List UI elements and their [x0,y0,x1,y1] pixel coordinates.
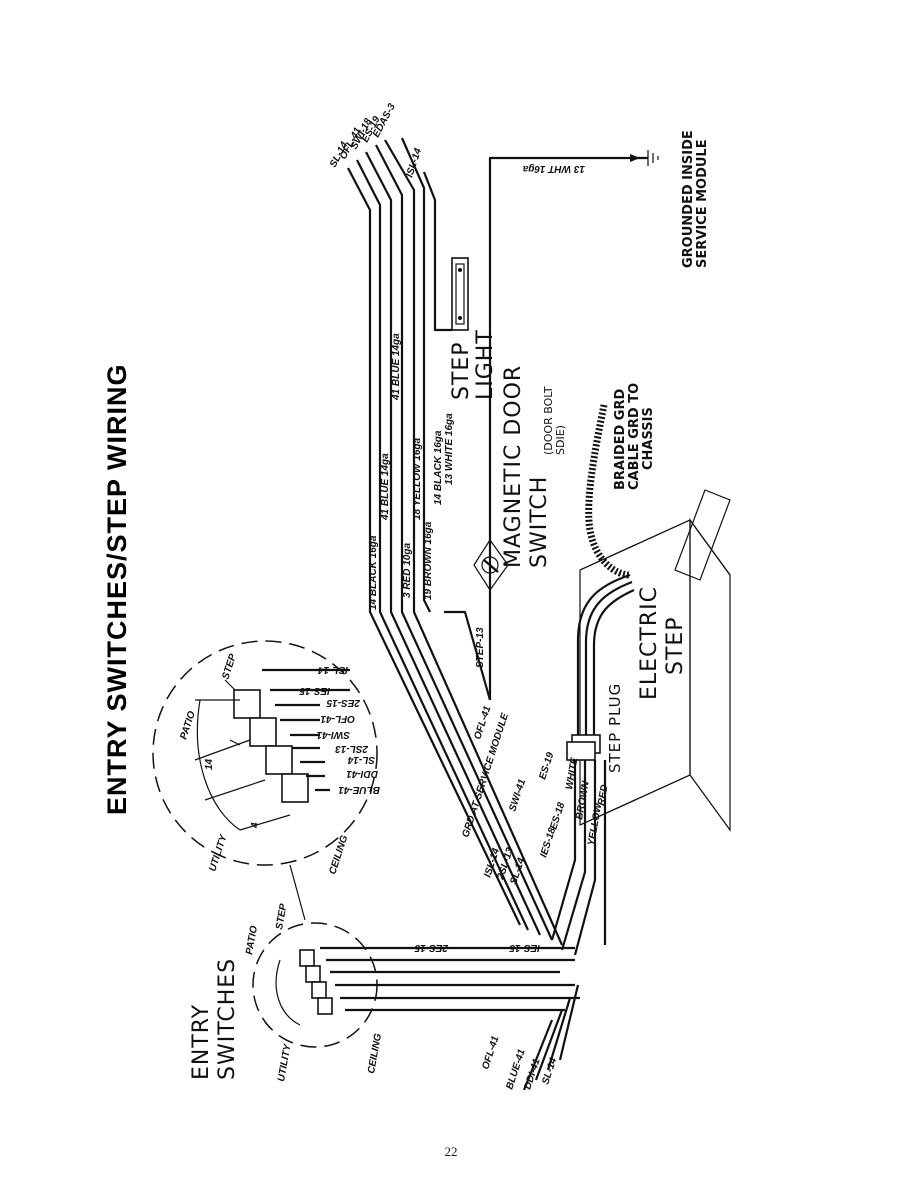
wire-label: 14 BLACK 16ga [433,430,444,505]
switch-position-label: CEILING [366,1032,384,1074]
switch-detail-circle: ISL-14 IES-15 2ES-15 OFL-41 SWI-41 2SL-1… [152,640,380,876]
circle-tag: SWI-41 [316,729,350,740]
braided-ground-cable: BRAIDED GRD CABLE GRD TO CHASSIS [585,383,656,579]
step-plug-pigtail: WHITE BROWN YELLOW RED [550,757,611,956]
magnetic-door-note: (DOOR BOLT [542,386,555,455]
detail-label: STEP [220,652,239,681]
braided-label: CHASSIS [641,407,656,470]
ground-connection: 13 WHT 16ga GROUNDED INSIDE SERVICE MODU… [488,130,710,700]
page-number: 22 [445,1144,458,1159]
wire-label: 13 WHITE 16ga [444,413,455,485]
detail-leader [289,864,306,921]
wire-label: 41 BLUE 14ga [391,333,402,401]
detail-label: PATIO [178,710,198,741]
electric-step-label: ELECTRIC [637,586,662,700]
lower-tag: OFL-41 [480,1034,501,1071]
pigtail-label: RED [596,784,611,807]
step-plug-cable: STEP PLUG [566,573,635,773]
electric-step: ELECTRIC STEP [579,489,731,832]
mid-tag: 2ES-15 [414,942,449,953]
detail-label: CEILING [327,834,350,876]
wire-tag: IES-18 [538,826,558,859]
grounded-label: SERVICE MODULE [695,139,710,268]
mid-tag: IES-15 [509,942,540,953]
electric-step-label: STEP [663,616,688,675]
circle-tag: 2SL-13 [335,743,369,754]
switch-position-label: PATIO [244,925,260,956]
page-title: ENTRY SWITCHES/STEP WIRING [102,363,132,815]
wire-label: 41 BLUE 14ga [380,453,391,521]
circle-tag: IES-15 [299,685,330,696]
circle-tag: 2ES-15 [326,697,361,708]
step-light-label: LIGHT [473,329,498,400]
circle-tag: SL-14 [347,754,375,765]
circle-tag: DDI-41 [346,768,378,779]
wire-tag: ES-19 [537,751,556,781]
ground-wire-label: 13 WHT 16ga [522,163,585,174]
switch-position-label: UTILITY [276,1042,294,1082]
wire-label: 3 RED 10ga [402,543,413,598]
braided-label: CABLE GRD TO [627,383,642,490]
magnetic-door-note: SDIE) [554,425,567,455]
wire-label: STEP-13 [475,627,486,668]
detail-label: UTILITY [207,832,230,873]
entry-switches-label: ENTRY [189,1004,214,1080]
magnetic-door-label: MAGNETIC DOOR [501,365,526,568]
pigtail-label: WHITE [564,757,580,791]
wire-label: 18 YELLOW 16ga [412,437,423,520]
wire-tag: ES-18 [548,801,567,831]
step-plug-label: STEP PLUG [606,683,624,773]
entry-switches-label: SWITCHES [215,958,240,1080]
main-wire-bundle [347,137,564,946]
circle-tag: BLUE-41 [338,784,380,795]
wire-tag: OFL-41 [472,704,493,741]
detail-label: 14 [204,758,215,770]
circle-tag: OFL-41 [320,713,355,724]
wire-label: 14 BLACK 16ga [368,535,379,610]
grounded-label: GROUNDED INSIDE [681,130,696,268]
lower-wire-bundle: OFL-41 BLUE-41 DDI-41 SL-14 [480,984,580,1091]
step-light-label: STEP [449,341,474,400]
circle-tag: ISL-14 [318,664,348,675]
braided-label: BRAIDED GRD [613,389,628,490]
top-wire-tags: SL-14 OFL-41 SWI-18 ES-19 EDAS-3 ISL-14 [328,101,424,178]
magnetic-door-label: SWITCH [527,476,552,568]
detail-label: 4 [250,822,261,829]
pigtail-label: YELLOW [586,801,605,847]
lower-tag: DDI-41 [522,1057,542,1091]
wire-label: 19 BROWN 16ga [423,521,434,600]
entry-switches: IES-15 2ES-15 ENTRY SWITCHES PATIO STEP … [189,903,580,1083]
switch-position-label: STEP [274,903,289,931]
step-light: STEP LIGHT [449,257,498,400]
magnetic-door-switch: MAGNETIC DOOR SWITCH (DOOR BOLT SDIE) [473,365,567,592]
pigtail-label: BROWN [574,780,592,821]
wire-tag: SWI-41 [507,777,528,813]
